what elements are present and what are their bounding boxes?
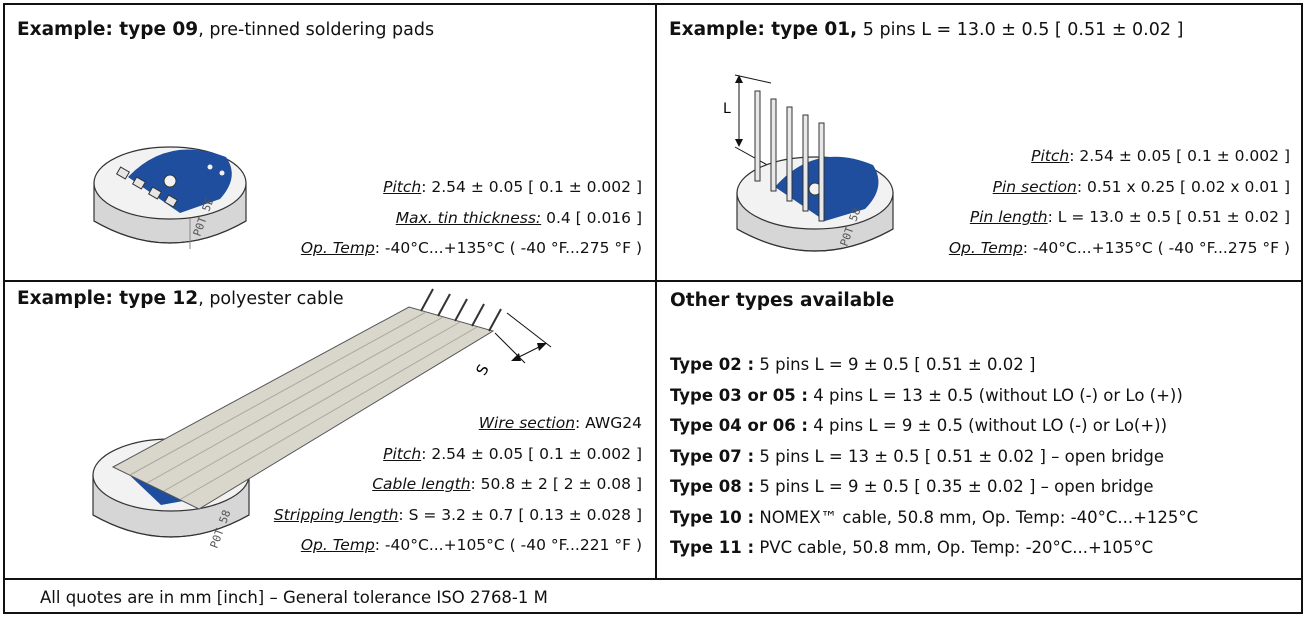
footer-note: All quotes are in mm [inch] – General to… bbox=[40, 588, 548, 607]
type-name: Type 04 or 06 : bbox=[670, 416, 809, 435]
spec-key: Pitch bbox=[383, 444, 422, 463]
spec-value: : AWG24 bbox=[575, 414, 642, 432]
title-bold: Example: type 01, bbox=[669, 19, 858, 40]
dimension-label-L: L bbox=[723, 101, 731, 117]
panel-type01-title: Example: type 01, 5 pins L = 13.0 ± 0.5 … bbox=[669, 19, 1183, 40]
spec-value: : -40°C...+135°C ( -40 °F...275 °F ) bbox=[1022, 238, 1290, 257]
panel-type09-specs: Pitch: 2.54 ± 0.05 [ 0.1 ± 0.002 ]Max. t… bbox=[301, 172, 642, 264]
spec-value: : 2.54 ± 0.05 [ 0.1 ± 0.002 ] bbox=[421, 178, 642, 196]
panel-type01-specs: Pitch: 2.54 ± 0.05 [ 0.1 ± 0.002 ]Pin se… bbox=[949, 141, 1290, 263]
type-name: Type 11 : bbox=[670, 538, 755, 557]
column-divider bbox=[655, 3, 657, 579]
spec-key: Max. tin thickness: bbox=[395, 208, 542, 227]
spec-key: Pitch bbox=[1031, 147, 1070, 165]
type-desc: 5 pins L = 9 ± 0.5 [ 0.35 ± 0.02 ] – ope… bbox=[754, 477, 1154, 496]
type-row: Type 11 : PVC cable, 50.8 mm, Op. Temp: … bbox=[670, 533, 1198, 564]
title-rest: 5 pins L = 13.0 ± 0.5 [ 0.51 ± 0.02 ] bbox=[857, 20, 1184, 40]
sensor-cable-illustration: S P0T 58 bbox=[92, 288, 552, 550]
spec-key: Op. Temp bbox=[300, 239, 375, 257]
spec-value: 0.4 [ 0.016 ] bbox=[541, 208, 642, 227]
type-name: Type 07 : bbox=[670, 446, 755, 466]
spec-key: Op. Temp bbox=[300, 536, 375, 554]
spec-key: Pin length bbox=[969, 208, 1048, 226]
spec-row: Pin length: L = 13.0 ± 0.5 [ 0.51 ± 0.02… bbox=[949, 202, 1290, 233]
spec-row: Pitch: 2.54 ± 0.05 [ 0.1 ± 0.002 ] bbox=[274, 439, 642, 470]
type-row: Type 02 : 5 pins L = 9 ± 0.5 [ 0.51 ± 0.… bbox=[670, 350, 1198, 381]
title-rest: , pre-tinned soldering pads bbox=[198, 20, 435, 40]
sensor-pins-illustration: L P0T 58 bbox=[723, 74, 894, 252]
title-bold: Example: type 09 bbox=[17, 19, 199, 40]
panel-type12: Example: type 12, polyester cable S bbox=[3, 281, 655, 578]
type-name: Type 08 : bbox=[670, 477, 755, 496]
panel-type12-title: Example: type 12, polyester cable bbox=[17, 288, 344, 309]
type-name: Type 10 : bbox=[670, 507, 755, 527]
panel-other-types: Other types available Type 02 : 5 pins L… bbox=[655, 281, 1303, 578]
spec-value: : 2.54 ± 0.05 [ 0.1 ± 0.002 ] bbox=[421, 444, 642, 463]
spec-row: Pitch: 2.54 ± 0.05 [ 0.1 ± 0.002 ] bbox=[301, 172, 642, 203]
type-row: Type 10 : NOMEX™ cable, 50.8 mm, Op. Tem… bbox=[670, 503, 1198, 534]
spec-value: : -40°C...+135°C ( -40 °F...275 °F ) bbox=[374, 239, 642, 257]
row-divider-2 bbox=[3, 578, 1303, 580]
spec-key: Op. Temp bbox=[948, 238, 1023, 257]
panel-other-title: Other types available bbox=[670, 290, 895, 311]
type-row: Type 04 or 06 : 4 pins L = 9 ± 0.5 (with… bbox=[670, 411, 1198, 442]
type-row: Type 08 : 5 pins L = 9 ± 0.5 [ 0.35 ± 0.… bbox=[670, 472, 1198, 503]
spec-value: : S = 3.2 ± 0.7 [ 0.13 ± 0.028 ] bbox=[398, 505, 642, 524]
table-frame bbox=[3, 3, 1303, 614]
type-row: Type 07 : 5 pins L = 13 ± 0.5 [ 0.51 ± 0… bbox=[670, 442, 1198, 473]
type-desc: 5 pins L = 9 ± 0.5 [ 0.51 ± 0.02 ] bbox=[754, 355, 1036, 374]
panel-type09: Example: type 09, pre-tinned soldering p… bbox=[3, 3, 655, 280]
spec-key: Stripping length bbox=[273, 505, 399, 524]
panel-type01: Example: type 01, 5 pins L = 13.0 ± 0.5 … bbox=[655, 3, 1303, 280]
type-name: Type 03 or 05 : bbox=[670, 385, 809, 405]
panel-type09-title: Example: type 09, pre-tinned soldering p… bbox=[17, 19, 434, 40]
type-desc: 4 pins L = 9 ± 0.5 (without LO (-) or Lo… bbox=[808, 416, 1168, 435]
spec-value: : 2.54 ± 0.05 [ 0.1 ± 0.002 ] bbox=[1069, 147, 1290, 165]
title-rest: , polyester cable bbox=[198, 289, 344, 309]
spec-value: : 50.8 ± 2 [ 2 ± 0.08 ] bbox=[470, 475, 642, 493]
spec-row: Cable length: 50.8 ± 2 [ 2 ± 0.08 ] bbox=[274, 469, 642, 500]
spec-row: Stripping length: S = 3.2 ± 0.7 [ 0.13 ±… bbox=[274, 500, 642, 531]
spec-row: Op. Temp: -40°C...+135°C ( -40 °F...275 … bbox=[949, 233, 1290, 264]
type-desc: PVC cable, 50.8 mm, Op. Temp: -20°C...+1… bbox=[754, 538, 1154, 557]
title-bold: Example: type 12 bbox=[17, 288, 199, 309]
spec-key: Wire section bbox=[478, 414, 576, 432]
other-types-list: Type 02 : 5 pins L = 9 ± 0.5 [ 0.51 ± 0.… bbox=[670, 350, 1198, 564]
spec-value: : -40°C...+105°C ( -40 °F...221 °F ) bbox=[374, 536, 642, 554]
spec-row: Pin section: 0.51 x 0.25 [ 0.02 x 0.01 ] bbox=[949, 172, 1290, 203]
row-divider-1 bbox=[3, 280, 1303, 282]
spec-row: Wire section: AWG24 bbox=[274, 408, 642, 439]
type-name: Type 02 : bbox=[670, 355, 755, 374]
spec-key: Pitch bbox=[383, 178, 422, 196]
spec-value: : 0.51 x 0.25 [ 0.02 x 0.01 ] bbox=[1076, 177, 1290, 196]
type-row: Type 03 or 05 : 4 pins L = 13 ± 0.5 (wit… bbox=[670, 381, 1198, 412]
spec-key: Pin section bbox=[992, 177, 1077, 196]
type-desc: 5 pins L = 13 ± 0.5 [ 0.51 ± 0.02 ] – op… bbox=[754, 446, 1165, 466]
spec-row: Max. tin thickness: 0.4 [ 0.016 ] bbox=[301, 203, 642, 234]
spec-key: Cable length bbox=[372, 475, 471, 493]
dimension-label-S: S bbox=[472, 361, 492, 378]
spec-row: Op. Temp: -40°C...+135°C ( -40 °F...275 … bbox=[301, 233, 642, 264]
type-desc: NOMEX™ cable, 50.8 mm, Op. Temp: -40°C..… bbox=[754, 507, 1199, 527]
spec-row: Op. Temp: -40°C...+105°C ( -40 °F...221 … bbox=[274, 530, 642, 561]
spec-value: : L = 13.0 ± 0.5 [ 0.51 ± 0.02 ] bbox=[1047, 208, 1290, 226]
sensor-pads-illustration: P0T 5E bbox=[93, 146, 247, 249]
type-desc: 4 pins L = 13 ± 0.5 (without LO (-) or L… bbox=[808, 385, 1183, 405]
spec-row: Pitch: 2.54 ± 0.05 [ 0.1 ± 0.002 ] bbox=[949, 141, 1290, 172]
